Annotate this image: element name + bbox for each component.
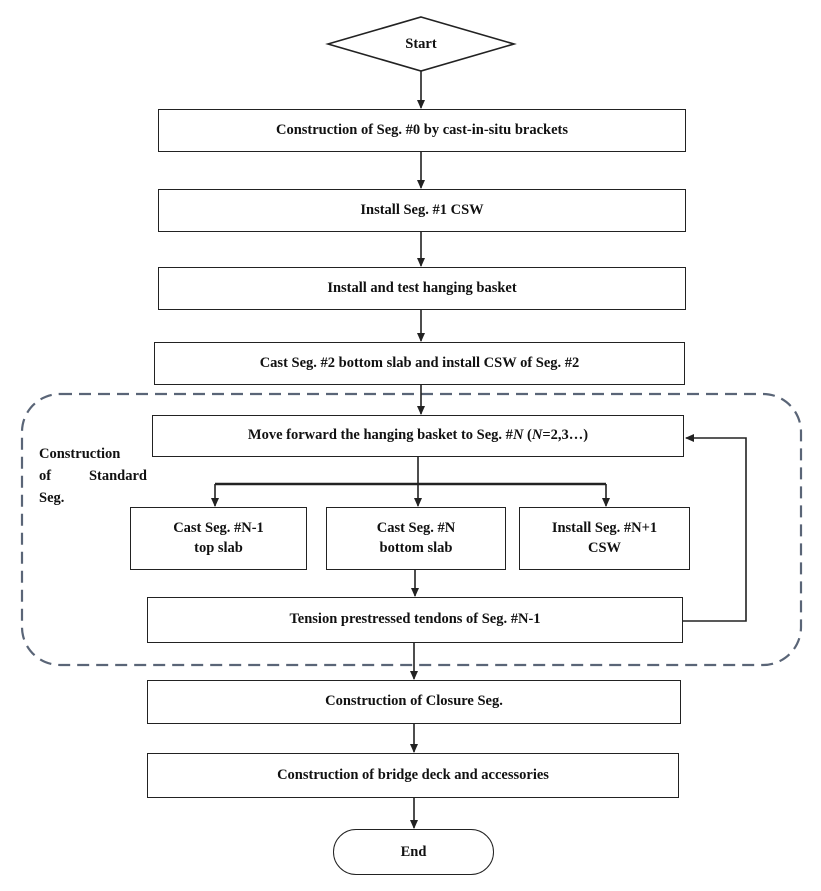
- step-seg0-brackets: Construction of Seg. #0 by cast-in-situ …: [158, 109, 686, 152]
- end-terminal: End: [333, 829, 494, 875]
- loop-label: Construction of Standard Seg.: [39, 443, 147, 509]
- loop-back-arrow: [682, 434, 747, 622]
- loop-label-line1: Construction: [39, 446, 121, 462]
- step-install-hanging-basket: Install and test hanging basket: [158, 267, 686, 310]
- step-closure-segment: Construction of Closure Seg.: [147, 680, 681, 724]
- loop-label-standard: Standard: [88, 468, 147, 484]
- step-tension-tendons: Tension prestressed tendons of Seg. #N-1: [147, 597, 683, 643]
- step-install-seg1-csw: Install Seg. #1 CSW: [158, 189, 686, 232]
- loop-label-seg: Seg.: [39, 490, 65, 506]
- step-move-hanging-basket: Move forward the hanging basket to Seg. …: [152, 415, 684, 457]
- standard-segment-loop-region: [20, 392, 803, 667]
- step-cast-seg2: Cast Seg. #2 bottom slab and install CSW…: [154, 342, 685, 385]
- step-bridge-deck: Construction of bridge deck and accessor…: [147, 753, 679, 798]
- start-label: Start: [405, 35, 437, 52]
- loop-label-of: of: [39, 468, 52, 484]
